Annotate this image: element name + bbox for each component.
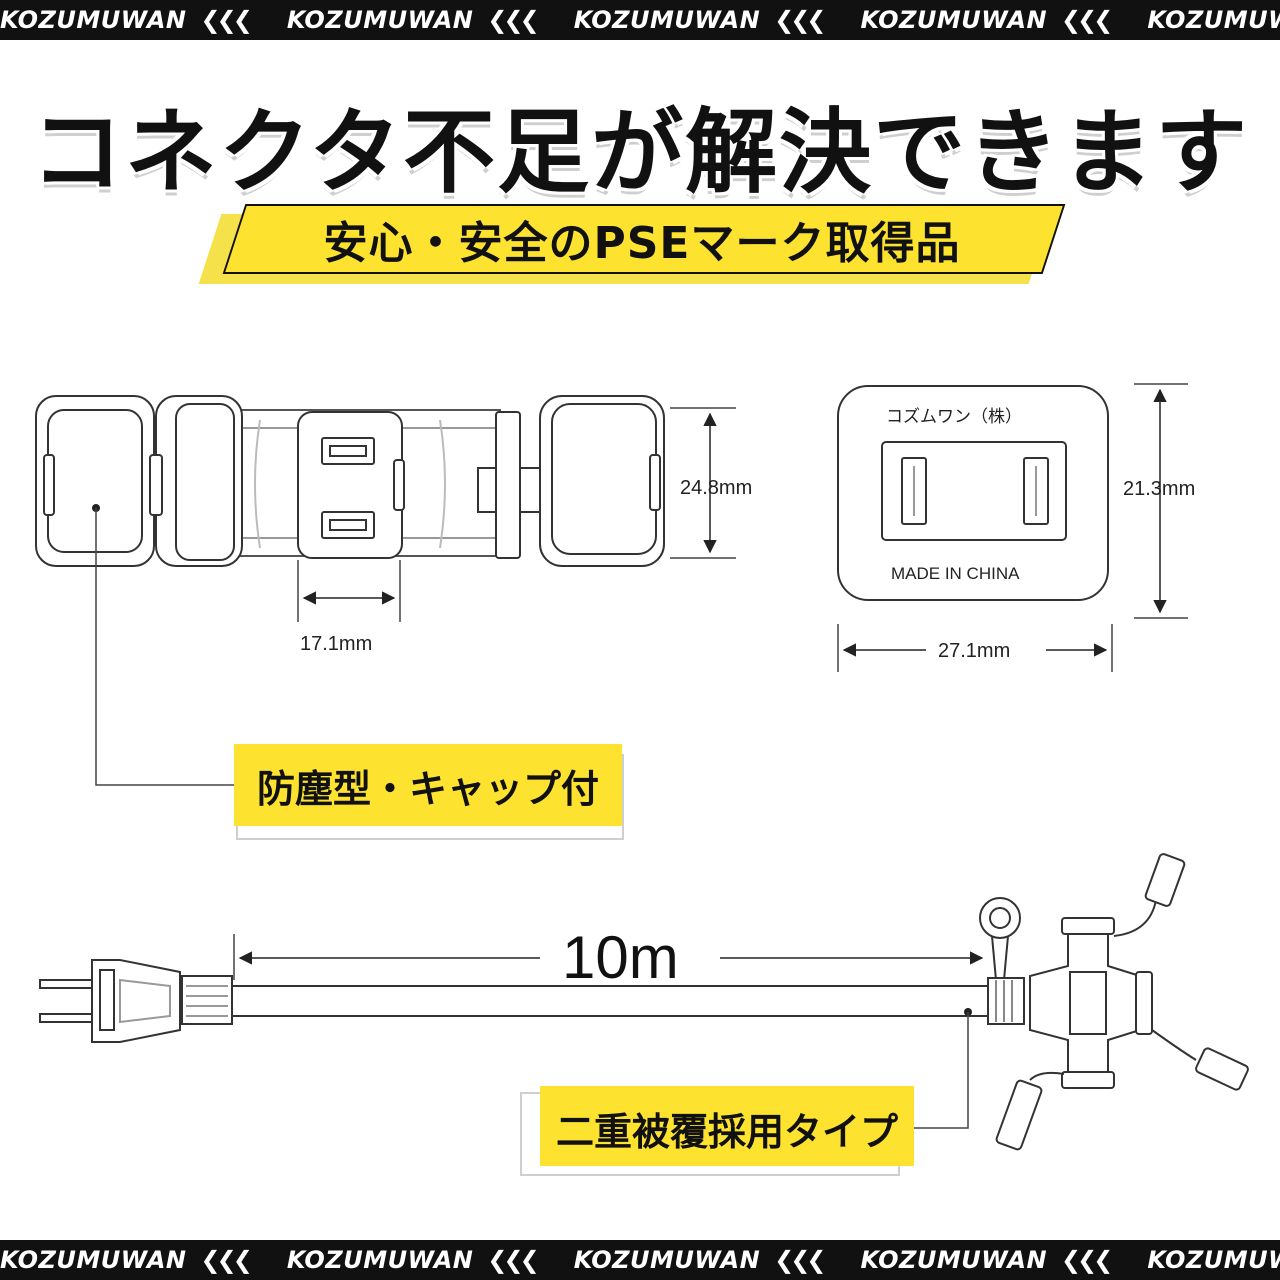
bottom-brand-band-row: KOZUMUWAN ❮❮❮ KOZUMUWAN ❮❮❮ KOZUMUWAN ❮❮… — [0, 1240, 1280, 1280]
plate-maker-label: コズムワン（株） — [886, 407, 1022, 426]
brand-label: KOZUMUWAN — [1147, 6, 1280, 34]
dustproof-label: 防塵型・キャップ付 — [256, 766, 599, 811]
chevron-left-icon: ❮❮❮ — [200, 6, 253, 34]
dimension-cord-length — [233, 934, 984, 980]
chevron-left-icon: ❮❮❮ — [487, 6, 539, 34]
dimension-outlet-height — [670, 407, 736, 559]
bottom-brand-band: KOZUMUWAN ❮❮❮ KOZUMUWAN ❮❮❮ KOZUMUWAN ❮❮… — [0, 1240, 1280, 1280]
chevron-left-icon: ❮❮❮ — [1061, 1246, 1113, 1274]
brand-label: KOZUMUWAN — [573, 1246, 761, 1274]
double-insulation-label: 二重被覆採用タイプ — [555, 1109, 898, 1154]
outlet-height-label: 24.8mm — [680, 477, 752, 499]
chevron-left-icon: ❮❮❮ — [487, 1246, 539, 1274]
dimension-plate-width — [837, 624, 1113, 672]
subtitle: 安心・安全のPSEマーク取得品 — [323, 218, 961, 269]
dimension-outlet-width — [297, 560, 401, 622]
top-brand-band: KOZUMUWAN ❮❮❮ KOZUMUWAN ❮❮❮ KOZUMUWAN ❮❮… — [0, 0, 1280, 40]
cord-length-label: 10m — [562, 924, 679, 991]
plate-height-label: 21.3mm — [1123, 478, 1195, 500]
brand-label: KOZUMUWAN — [860, 6, 1048, 34]
callout-fill — [540, 1086, 914, 1166]
callout-fill — [234, 744, 622, 826]
plate-origin-label: MADE IN CHINA — [891, 564, 1020, 583]
chevron-left-icon: ❮❮❮ — [774, 1246, 826, 1274]
plate-width-label: 27.1mm — [938, 640, 1010, 662]
chevron-left-icon: ❮❮❮ — [774, 6, 826, 34]
dimension-plate-height — [1134, 383, 1188, 619]
brand-label: KOZUMUWAN — [1147, 1246, 1280, 1274]
dustproof-callout: 防塵型・キャップ付 — [228, 742, 628, 842]
chevron-left-icon: ❮❮❮ — [200, 1246, 253, 1274]
cord-drawing — [39, 853, 1249, 1151]
double-insulation-leader — [910, 1008, 972, 1129]
outlet-strip-drawing — [35, 395, 665, 567]
face-plate-drawing — [837, 385, 1109, 601]
headline: コネクタ不足が解決できます — [30, 99, 1250, 206]
dustproof-leader — [92, 504, 236, 786]
double-insulation-callout: 二重被覆採用タイプ — [520, 1086, 914, 1182]
brand-label: KOZUMUWAN — [573, 6, 761, 34]
top-brand-band-row: KOZUMUWAN ❮❮❮ KOZUMUWAN ❮❮❮ KOZUMUWAN ❮❮… — [0, 0, 1280, 40]
subtitle-ribbon: 安心・安全のPSEマーク取得品 — [198, 200, 1066, 284]
brand-label: KOZUMUWAN — [0, 6, 187, 34]
brand-label: KOZUMUWAN — [0, 1246, 187, 1274]
brand-label: KOZUMUWAN — [286, 1246, 474, 1274]
chevron-left-icon: ❮❮❮ — [1061, 6, 1113, 34]
outlet-width-label: 17.1mm — [300, 633, 372, 655]
brand-label: KOZUMUWAN — [860, 1246, 1048, 1274]
brand-label: KOZUMUWAN — [286, 6, 474, 34]
